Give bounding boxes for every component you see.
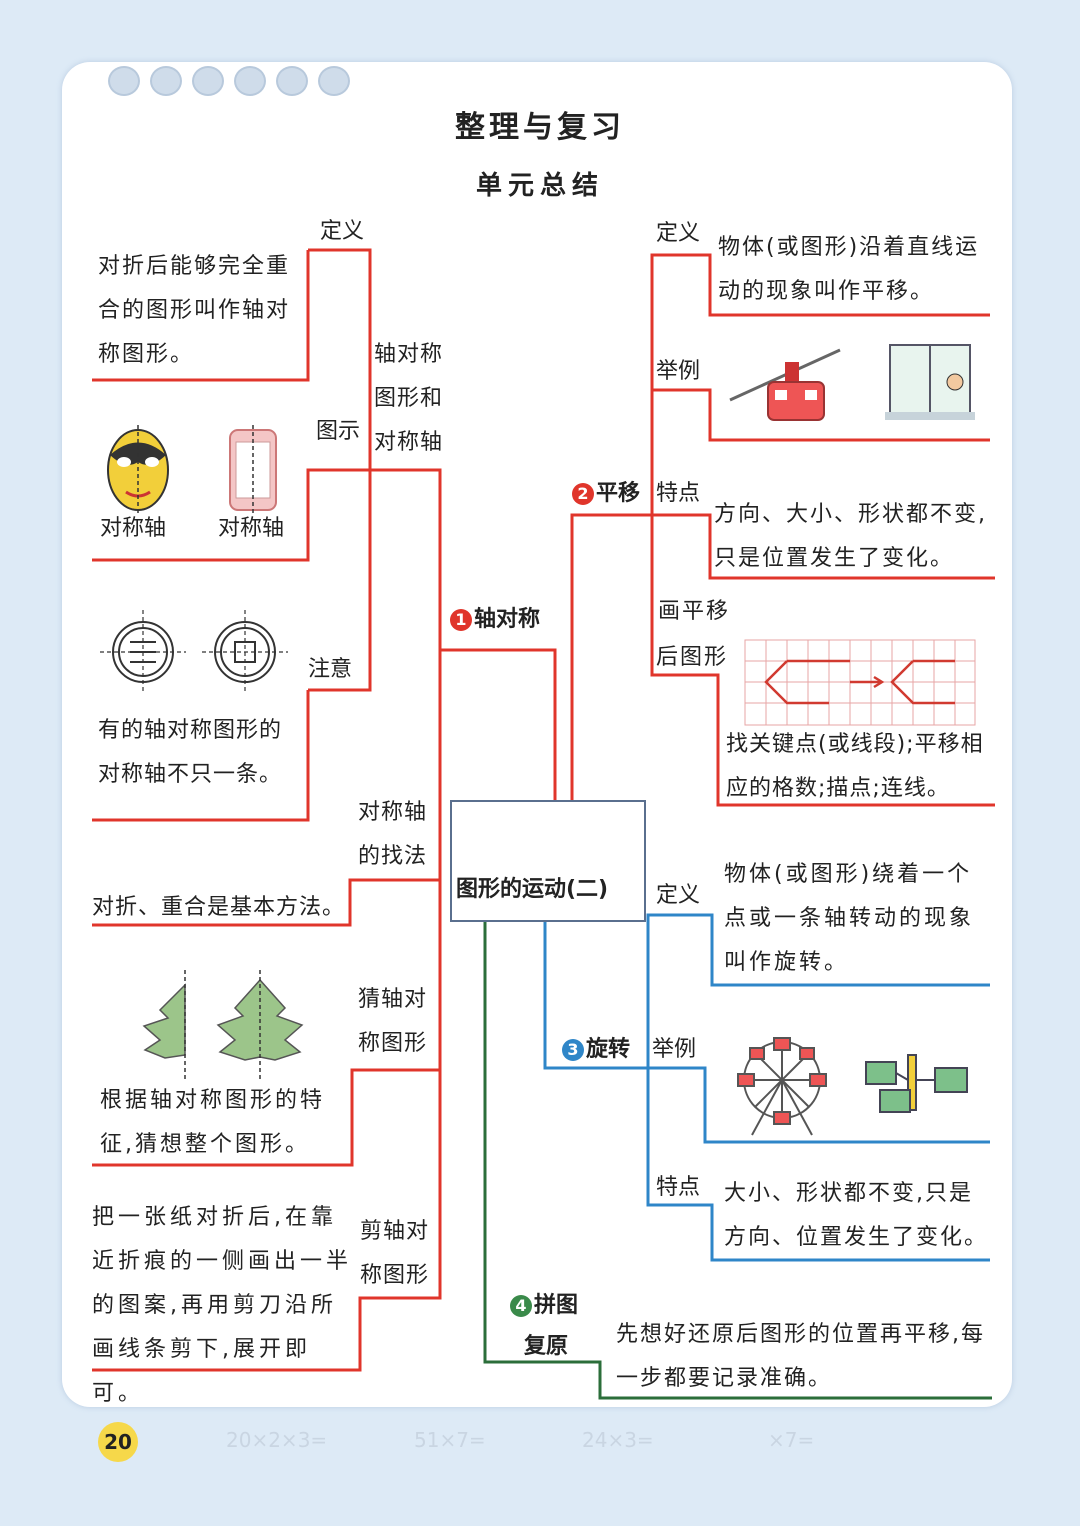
cable-car-image bbox=[729, 348, 841, 421]
footer-faint-2: 51×7= bbox=[414, 1428, 486, 1452]
phone-image bbox=[229, 425, 277, 515]
carousel-image bbox=[865, 1054, 968, 1113]
center-node: 图形的运动(二) bbox=[450, 800, 646, 922]
b2-ex-label: 举例 bbox=[656, 359, 701, 384]
binder-ring bbox=[234, 66, 266, 96]
badge-1: 1 bbox=[450, 609, 472, 631]
b2-def-label: 定义 bbox=[656, 221, 701, 246]
b2-feat-text: 方向、大小、形状都不变,只是位置发生了变化。 bbox=[714, 502, 987, 571]
b2-draw-label-1: 画平移 bbox=[658, 599, 731, 624]
badge-4: 4 bbox=[510, 1295, 532, 1317]
badge-2: 2 bbox=[572, 483, 594, 505]
coin-image-2 bbox=[202, 610, 288, 694]
branch-4-label-2: 复原 bbox=[524, 1334, 569, 1359]
b1-guess-label: 猜轴对称图形 bbox=[358, 987, 428, 1056]
binder-ring bbox=[318, 66, 350, 96]
page-subtitle: 单元总结 bbox=[475, 171, 604, 201]
b1-def-text: 对折后能够完全重合的图形叫作轴对称图形。 bbox=[98, 254, 291, 367]
b2-draw-label-2: 后图形 bbox=[656, 645, 729, 670]
binder-ring bbox=[192, 66, 224, 96]
binder-ring bbox=[276, 66, 308, 96]
b1-def-label: 定义 bbox=[320, 219, 365, 244]
page-number: 20 bbox=[98, 1422, 138, 1462]
sliding-window-image bbox=[885, 344, 975, 420]
b1-note-text: 有的轴对称图形的对称轴不只一条。 bbox=[98, 718, 283, 787]
coin-image-1 bbox=[100, 610, 186, 694]
branch-4-label-1: 拼图 bbox=[534, 1293, 579, 1318]
center-label: 图形的运动(二) bbox=[456, 877, 609, 902]
page-title: 整理与复习 bbox=[455, 110, 625, 145]
badge-3: 3 bbox=[562, 1039, 584, 1061]
b2-draw-text: 找关键点(或线段);平移相应的格数;描点;连线。 bbox=[726, 732, 984, 801]
half-leaf-image bbox=[142, 970, 186, 1080]
b3-feat-label: 特点 bbox=[656, 1175, 701, 1200]
b1-axis-caption-1: 对称轴 bbox=[100, 516, 167, 541]
footer-faint-4: ×7= bbox=[768, 1428, 815, 1452]
page-sheet bbox=[62, 62, 1012, 1407]
b3-feat-text: 大小、形状都不变,只是方向、位置发生了变化。 bbox=[724, 1181, 989, 1250]
b1-fig-node: 轴对称图形和对称轴 bbox=[374, 342, 444, 455]
b1-cut-text: 把一张纸对折后,在靠近折痕的一侧画出一半的图案,再用剪刀沿所画线条剪下,展开即可… bbox=[92, 1205, 353, 1406]
b3-ex-label: 举例 bbox=[652, 1037, 697, 1062]
b1-fig-label: 图示 bbox=[316, 419, 361, 444]
branch-1-label: 轴对称 bbox=[474, 607, 541, 632]
b1-guess-text: 根据轴对称图形的特征,猜想整个图形。 bbox=[100, 1088, 326, 1157]
b1-find-label: 对称轴的找法 bbox=[358, 800, 428, 869]
opera-mask-image bbox=[107, 425, 169, 515]
b1-axis-caption-2: 对称轴 bbox=[218, 516, 285, 541]
b2-feat-label: 特点 bbox=[656, 481, 701, 506]
footer-faint-1: 20×2×3= bbox=[226, 1428, 328, 1452]
full-leaf-image bbox=[216, 970, 304, 1080]
branch-2-label: 平移 bbox=[596, 481, 641, 506]
b2-def-text: 物体(或图形)沿着直线运动的现象叫作平移。 bbox=[718, 235, 980, 304]
b3-def-label: 定义 bbox=[656, 883, 701, 908]
ferris-wheel-image bbox=[737, 1037, 827, 1136]
b1-note-label: 注意 bbox=[308, 657, 353, 682]
b4-text: 先想好还原后图形的位置再平移,每一步都要记录准确。 bbox=[616, 1322, 985, 1391]
b1-cut-label: 剪轴对称图形 bbox=[360, 1219, 430, 1288]
footer-faint-3: 24×3= bbox=[582, 1428, 654, 1452]
branch-3-label: 旋转 bbox=[586, 1037, 631, 1062]
binder-ring bbox=[108, 66, 140, 96]
binder-ring bbox=[150, 66, 182, 96]
b3-def-text: 物体(或图形)绕着一个点或一条轴转动的现象叫作旋转。 bbox=[724, 862, 975, 975]
b1-find-text: 对折、重合是基本方法。 bbox=[92, 895, 346, 920]
